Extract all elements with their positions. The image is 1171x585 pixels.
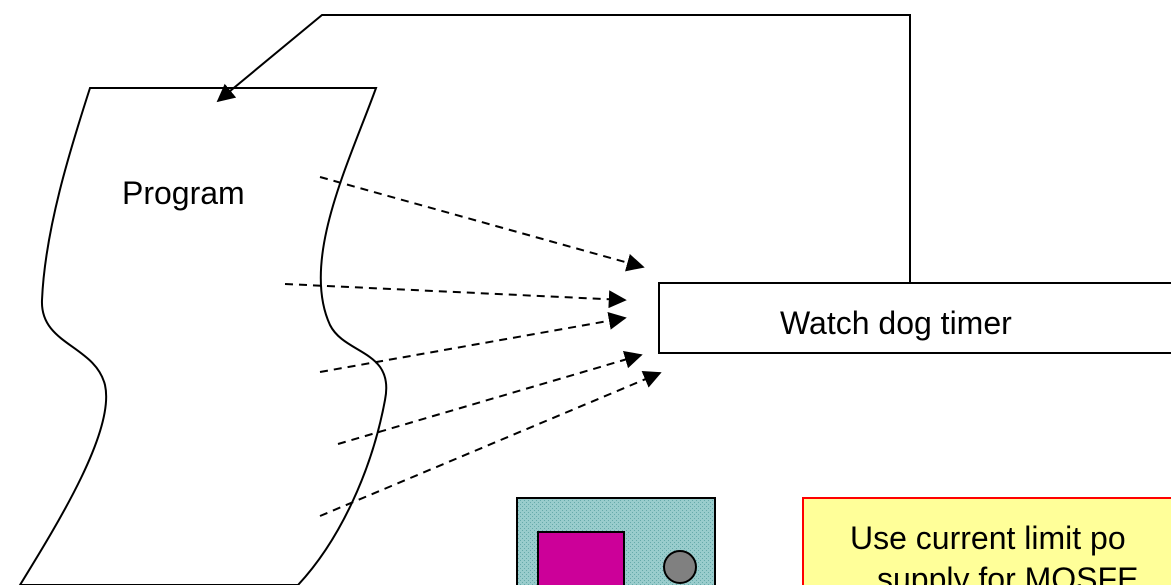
kick-arrow-5	[319, 370, 662, 517]
kick-arrow-3	[319, 311, 627, 373]
note-line-2: supply for MOSFE	[877, 561, 1138, 585]
kick-arrow-4	[337, 350, 643, 445]
device-screen	[537, 531, 625, 585]
watchdog-box	[658, 282, 1171, 354]
kick-arrow-2	[284, 283, 627, 309]
kick-arrow-1	[319, 176, 645, 272]
reset-feedback-line	[216, 14, 911, 283]
note-box: Use current limit po supply for MOSFE	[802, 497, 1171, 585]
program-label: Program	[122, 175, 245, 211]
program-shape	[18, 87, 388, 585]
device-knob	[663, 550, 697, 584]
watchdog-label: Watch dog timer	[780, 305, 1012, 341]
oscilloscope-device-icon	[516, 497, 716, 585]
kick-arrows	[284, 176, 662, 517]
note-line-1: Use current limit po	[850, 520, 1126, 556]
